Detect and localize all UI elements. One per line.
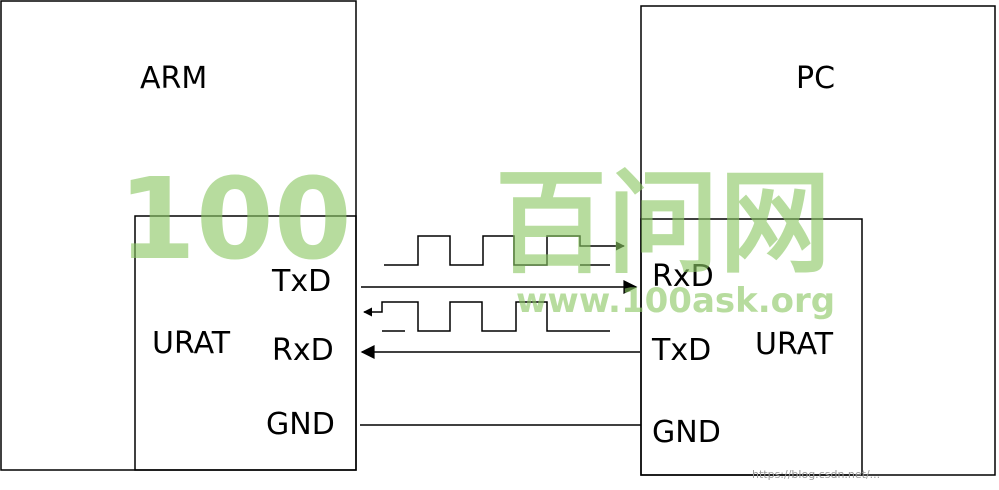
rx-signal-waveform — [363, 301, 610, 332]
svg-text:百问网: 百问网 — [495, 159, 831, 289]
watermark-url: www.100ask.org — [516, 281, 835, 321]
tx-signal-waveform — [384, 235, 625, 266]
pc-rxd-pin-label: RxD — [652, 259, 714, 294]
source-credit: https://blog.csdn.net/... — [752, 468, 880, 481]
pc-title: PC — [796, 61, 835, 96]
pc-uart-box — [640, 218, 863, 476]
arm-rxd-pin-label: RxD — [272, 333, 334, 368]
arm-txd-pin-label: TxD — [271, 264, 331, 299]
arm-gnd-pin-label: GND — [266, 407, 335, 442]
arm-title: ARM — [140, 61, 207, 96]
pc-uart-label: URAT — [755, 327, 834, 362]
arm-uart-box — [134, 215, 357, 471]
watermark-logo: 100 百问网 — [118, 155, 831, 289]
pc-gnd-pin-label: GND — [652, 415, 721, 450]
arm-uart-label: URAT — [152, 326, 231, 361]
pc-txd-pin-label: TxD — [651, 333, 711, 368]
svg-text:100: 100 — [118, 155, 352, 285]
